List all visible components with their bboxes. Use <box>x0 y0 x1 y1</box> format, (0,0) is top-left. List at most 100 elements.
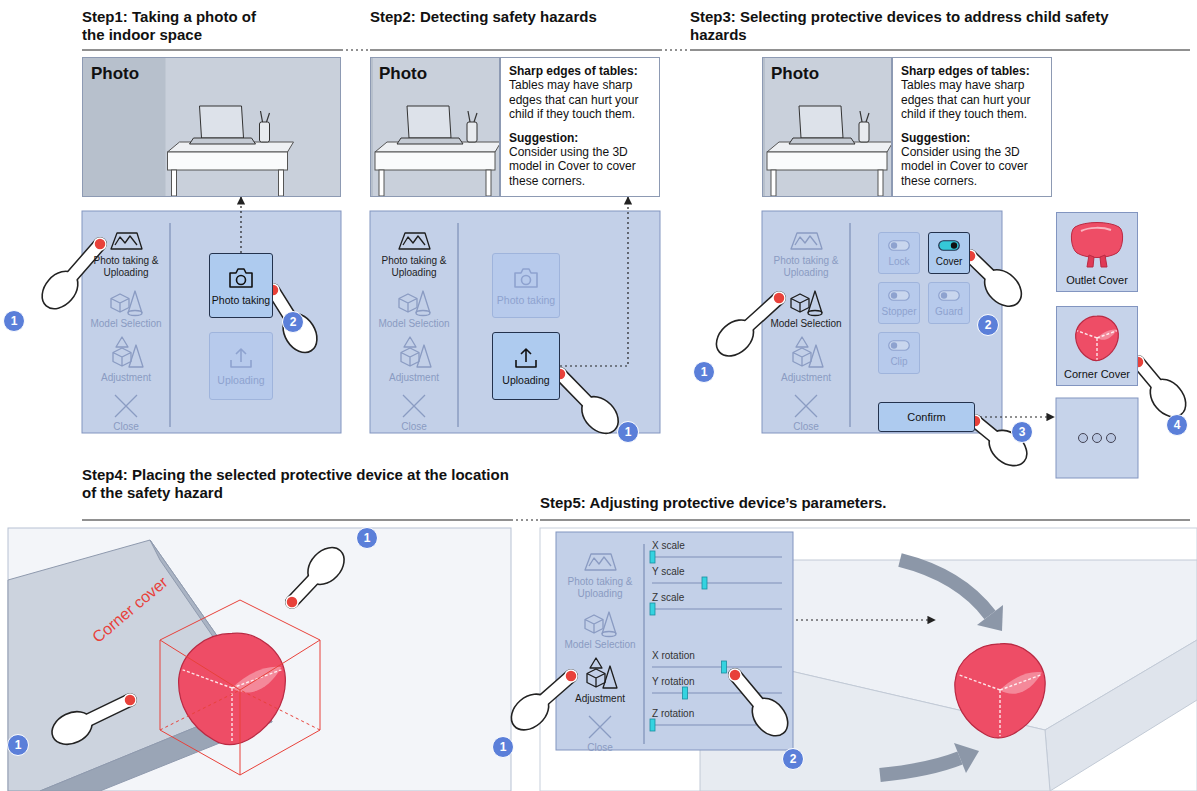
close-icon <box>403 395 425 417</box>
table-leg <box>279 170 284 196</box>
pointing-hand <box>554 368 625 441</box>
step-divider <box>660 50 690 51</box>
toggle-track <box>889 290 910 300</box>
adjust-icon <box>401 337 431 367</box>
node-label: Clip <box>890 356 907 367</box>
toggle-icon <box>938 290 960 301</box>
cube <box>111 294 129 312</box>
menu-item-label: Photo taking & Uploading <box>558 576 642 599</box>
device-toggle: Stopper <box>878 282 920 324</box>
cover-body <box>179 633 286 745</box>
dotted-connector <box>560 197 628 366</box>
camera-icon <box>227 266 255 290</box>
dotted-connector <box>240 197 241 253</box>
corner-cover-icon <box>1057 309 1137 367</box>
laptop-screen <box>407 106 451 138</box>
node-label: Photo taking <box>497 294 555 306</box>
camera-body <box>230 269 252 287</box>
touch-point <box>729 669 741 681</box>
hazard-text: Tables may have sharp edges that can hur… <box>509 78 651 121</box>
map-outline <box>111 233 142 249</box>
slider-knob <box>702 577 707 589</box>
corner-cover-model <box>179 633 286 745</box>
callout-number: 1 <box>7 734 29 756</box>
pointing-hand <box>286 540 351 608</box>
step-divider <box>341 50 370 51</box>
node-label: Photo <box>83 58 340 90</box>
hazard-description: Sharp edges of tables:Tables may have sh… <box>500 57 660 197</box>
step-divider <box>511 520 540 521</box>
laptop-screen <box>200 106 244 138</box>
hazard-heading: Sharp edges of tables: <box>509 64 651 78</box>
close-cross <box>589 716 611 738</box>
node-label: Photo <box>371 58 499 90</box>
node-label: Uploading <box>502 374 549 386</box>
slider-knob <box>650 603 655 615</box>
more-card <box>1056 398 1138 478</box>
cube <box>113 348 131 366</box>
pen <box>468 111 470 122</box>
upload-icon <box>512 346 540 370</box>
slider-label: Y scale <box>652 566 685 577</box>
device-toggle: Cover <box>928 232 970 274</box>
close-cross <box>115 395 137 417</box>
menu-item-label: Photo taking & Uploading <box>84 255 168 278</box>
callout-number: 1 <box>356 527 378 549</box>
camera-lens <box>522 275 531 284</box>
menu-item-label: Close <box>84 421 168 433</box>
pen <box>860 111 862 122</box>
toggle-track <box>889 340 910 350</box>
toggle-icon <box>888 340 910 351</box>
laptop-base <box>789 138 855 144</box>
small-cube <box>590 658 602 668</box>
slider-label: Y rotation <box>652 676 695 687</box>
pen <box>267 113 270 122</box>
finger-outline <box>560 374 592 406</box>
dotted-arrow <box>975 416 1054 417</box>
outlet-cover-body <box>1071 223 1122 258</box>
model-card: Corner Cover <box>1056 306 1138 386</box>
close-cross <box>403 395 425 417</box>
close-icon <box>795 395 817 417</box>
hazard-text: Tables may have sharp edges that can hur… <box>901 78 1043 121</box>
small-cube <box>116 337 128 347</box>
laptop-base <box>397 138 463 144</box>
close-icon <box>589 716 611 738</box>
desk-scene <box>375 106 499 196</box>
corner-cover-model <box>955 644 1045 739</box>
confirm-button: Confirm <box>878 402 975 432</box>
map-icon <box>111 233 142 249</box>
cone <box>602 612 616 634</box>
dotted-arrow <box>796 619 935 620</box>
wall <box>83 58 340 196</box>
touch-point <box>773 292 785 304</box>
menu-item-label: Photo taking & Uploading <box>372 255 456 278</box>
cone <box>808 291 822 313</box>
icon-strokes <box>516 349 536 367</box>
finger <box>560 374 592 406</box>
node-label: Outlet Cover <box>1066 274 1128 286</box>
step-title: Step3: Selecting protective devices to a… <box>690 8 1120 44</box>
photo-panel: Photo <box>82 57 341 197</box>
model-icon <box>791 291 822 316</box>
table-leg <box>878 170 883 196</box>
icon-strokes <box>230 269 252 287</box>
pen <box>474 113 477 122</box>
step-rule <box>82 50 341 51</box>
pointing-hand <box>729 669 795 743</box>
menu-item-label: Close <box>764 421 848 433</box>
table-leg <box>771 170 776 196</box>
pointing-hand <box>504 670 577 737</box>
step-rule <box>690 50 1190 51</box>
slider-label: Z scale <box>652 592 684 603</box>
table-front <box>767 152 887 170</box>
slider-track <box>652 557 782 558</box>
device-toggle: Lock <box>878 232 920 274</box>
cover-body <box>1076 316 1119 361</box>
palm <box>276 307 324 359</box>
cover-seam <box>1077 331 1117 360</box>
cube <box>401 348 419 366</box>
touch-point <box>94 238 106 250</box>
cover-seam <box>958 675 1042 737</box>
